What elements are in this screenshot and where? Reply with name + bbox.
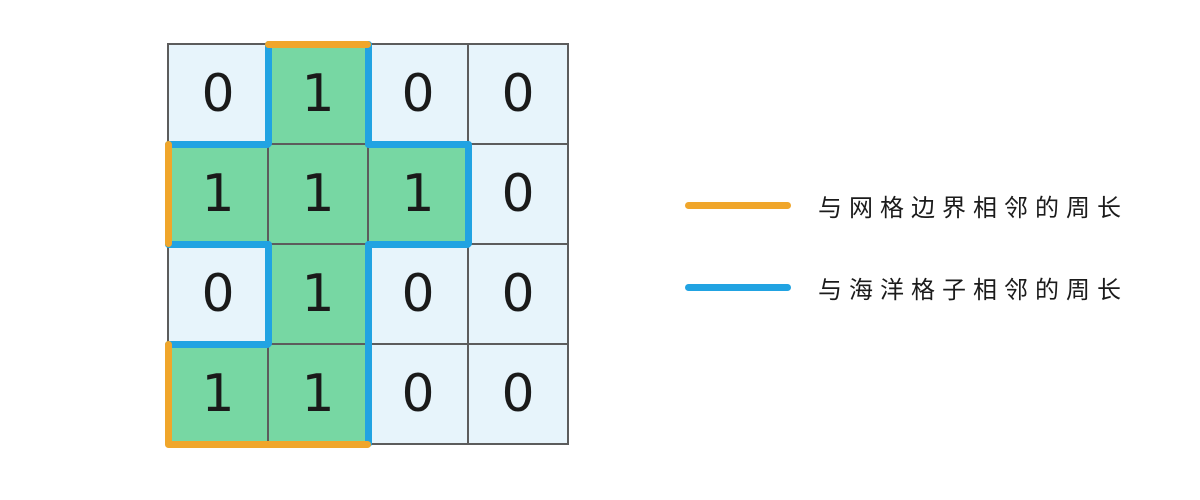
grid-cell-r2c2-water: 0 [368, 244, 468, 344]
legend-item-ocean: 与海洋格子相邻的周长 [685, 269, 1128, 305]
grid-cell-r1c3-water: 0 [468, 144, 568, 244]
grid-cell-r2c3-water: 0 [468, 244, 568, 344]
grid-cell-r3c3-water: 0 [468, 344, 568, 444]
legend-label-boundary: 与网格边界相邻的周长 [818, 193, 1128, 222]
grid-cell-r2c0-water: 0 [168, 244, 268, 344]
legend-item-boundary: 与网格边界相邻的周长 [685, 187, 1128, 223]
grid-cell-r0c3-water: 0 [468, 44, 568, 144]
ocean-perimeter-line-swatch [685, 283, 791, 291]
grid-cell-r3c2-water: 0 [368, 344, 468, 444]
grid-cell-r1c2-land: 1 [368, 144, 468, 244]
grid-cell-r1c1-land: 1 [268, 144, 368, 244]
legend-label-ocean: 与海洋格子相邻的周长 [818, 275, 1128, 304]
grid-cell-r0c0-water: 0 [168, 44, 268, 144]
grid-cell-r0c2-water: 0 [368, 44, 468, 144]
grid-cell-r2c1-land: 1 [268, 244, 368, 344]
boundary-perimeter-line-swatch [685, 201, 791, 209]
grid-cell-r0c1-land: 1 [268, 44, 368, 144]
grid-cell-r3c0-land: 1 [168, 344, 268, 444]
grid-cell-r1c0-land: 1 [168, 144, 268, 244]
grid-cell-r3c1-land: 1 [268, 344, 368, 444]
